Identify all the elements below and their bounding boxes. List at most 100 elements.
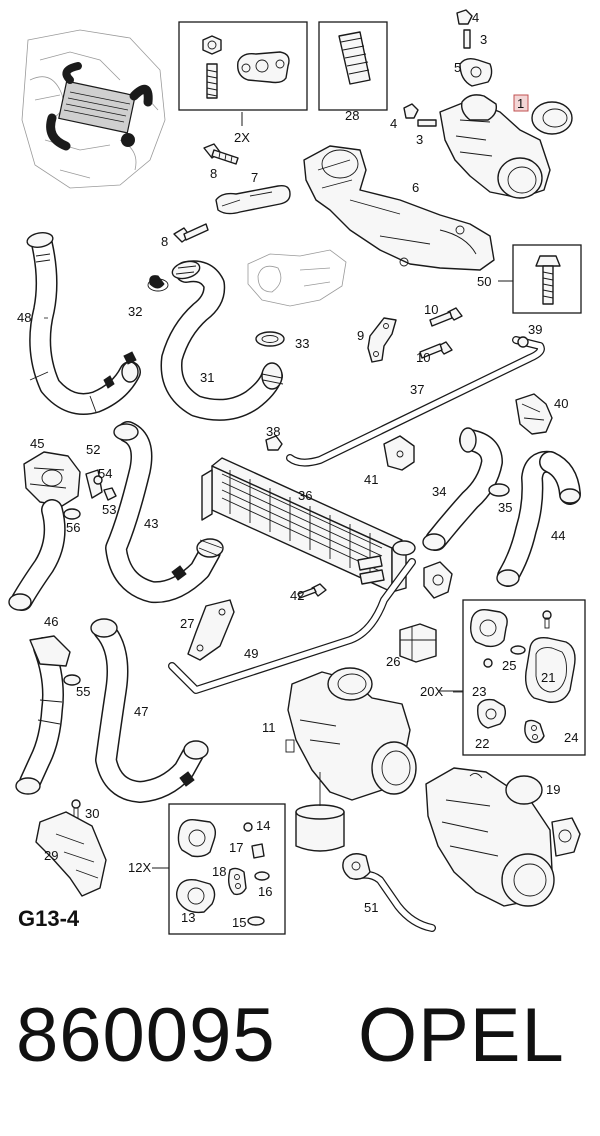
hose-44	[496, 450, 581, 587]
label-24: 24	[564, 730, 578, 745]
diagram-reference-code: G13-4	[18, 906, 80, 931]
hose-47	[90, 618, 209, 803]
turbocharger-11	[285, 667, 417, 852]
label-27: 27	[180, 616, 194, 631]
label-9: 9	[357, 328, 364, 343]
heat-shield-29	[35, 811, 107, 897]
label-29: 29	[44, 848, 58, 863]
kit-box-2x	[178, 21, 308, 126]
bolt-10b	[419, 341, 453, 359]
label-30: 30	[85, 806, 99, 821]
label-2x: 2X	[234, 130, 250, 145]
hose-46	[15, 635, 71, 795]
turbocharger-19	[425, 767, 581, 907]
label-5: 5	[454, 60, 461, 75]
bolt-8a	[203, 143, 239, 165]
kit-box-28	[318, 21, 388, 111]
hose-43	[105, 421, 224, 604]
label-3a: 3	[480, 32, 487, 47]
label-21: 21	[541, 670, 555, 685]
label-56: 56	[66, 520, 80, 535]
label-33: 33	[295, 336, 309, 351]
label-38: 38	[266, 424, 280, 439]
downpipe-6	[303, 145, 495, 271]
bracket-9	[367, 317, 397, 363]
oring-56	[63, 508, 81, 520]
callout-labels: 1 2X 3 3 4 4 5 6 7 8 8 9 10 10 11 12X 13…	[17, 10, 578, 930]
bracket-26	[399, 623, 437, 663]
label-7: 7	[251, 170, 258, 185]
label-10b: 10	[416, 350, 430, 365]
label-23: 23	[472, 684, 486, 699]
label-54: 54	[98, 466, 112, 481]
brand-name: OPEL	[358, 993, 565, 1078]
label-15: 15	[232, 915, 246, 930]
bolt-8b	[173, 223, 209, 243]
clip-40	[515, 393, 553, 435]
label-43: 43	[144, 516, 158, 531]
hose-48	[26, 232, 141, 415]
pipe-49	[168, 558, 416, 694]
oring-55	[63, 674, 81, 686]
label-46: 46	[44, 614, 58, 629]
label-52: 52	[86, 442, 100, 457]
bracket-41	[383, 435, 415, 471]
kit-box-12x	[152, 803, 286, 935]
hose-45-lower	[8, 499, 66, 611]
kit-box-20x	[440, 599, 586, 756]
label-35: 35	[498, 500, 512, 515]
label-4b: 4	[390, 116, 397, 131]
label-40: 40	[554, 396, 568, 411]
label-11: 11	[262, 720, 276, 735]
egr-valve-reference	[247, 249, 347, 307]
label-39: 39	[528, 322, 542, 337]
label-18: 18	[212, 864, 226, 879]
bracket-7	[215, 184, 291, 215]
label-13: 13	[181, 910, 195, 925]
label-8a: 8	[210, 166, 217, 181]
label-44: 44	[551, 528, 565, 543]
hose-31	[147, 260, 285, 421]
label-25: 25	[502, 658, 516, 673]
label-17: 17	[229, 840, 243, 855]
label-49: 49	[244, 646, 258, 661]
label-53: 53	[102, 502, 116, 517]
intercooler-36	[201, 457, 416, 593]
label-42: 42	[290, 588, 304, 603]
label-31: 31	[200, 370, 214, 385]
label-55: 55	[76, 684, 90, 699]
hose-34	[422, 427, 510, 551]
turbocharger-1	[403, 9, 573, 199]
label-19: 19	[546, 782, 560, 797]
part-number: 860095	[16, 993, 276, 1078]
label-48: 48	[17, 310, 31, 325]
label-3b: 3	[416, 132, 423, 147]
label-28: 28	[345, 108, 359, 123]
label-14: 14	[256, 818, 270, 833]
label-34: 34	[432, 484, 446, 499]
label-51: 51	[364, 900, 378, 915]
bolt-42	[297, 583, 327, 599]
bolt-54	[93, 475, 103, 485]
label-16: 16	[258, 884, 272, 899]
kit-box-50	[498, 244, 582, 314]
pipe-37	[286, 336, 545, 467]
leader-lines	[44, 317, 463, 693]
label-12x: 12X	[128, 860, 151, 875]
label-10a: 10	[424, 302, 438, 317]
label-47: 47	[134, 704, 148, 719]
label-22: 22	[475, 736, 489, 751]
label-20x: 20X	[420, 684, 443, 699]
label-4a: 4	[472, 10, 479, 25]
label-36: 36	[298, 488, 312, 503]
label-1: 1	[517, 96, 524, 111]
label-6: 6	[412, 180, 419, 195]
sensor-connector	[423, 561, 453, 599]
outlet-45	[23, 451, 81, 507]
label-26: 26	[386, 654, 400, 669]
bolt-53	[103, 487, 117, 501]
bracket-27	[187, 599, 235, 661]
label-37: 37	[410, 382, 424, 397]
label-8b: 8	[161, 234, 168, 249]
